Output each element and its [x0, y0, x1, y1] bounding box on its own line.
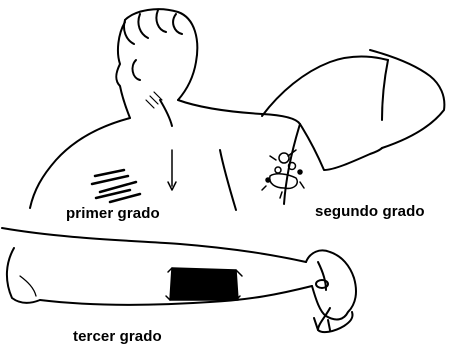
back-right-edge — [220, 150, 236, 210]
face-outline — [116, 22, 130, 118]
first-degree-burn — [92, 170, 140, 202]
man-back-figure — [30, 9, 300, 210]
elbow-crease — [20, 276, 36, 296]
sleeve — [370, 50, 444, 148]
spine-mark — [168, 150, 176, 190]
neck — [160, 100, 172, 126]
head-outline — [125, 9, 197, 100]
second-degree-burn — [262, 150, 304, 198]
raised-arm-figure — [262, 50, 444, 204]
forearm-top-edge — [2, 228, 306, 262]
hand — [306, 250, 356, 319]
arm-upper-edge — [262, 57, 388, 117]
ear — [133, 60, 140, 80]
first-degree-label: primer grado — [66, 205, 160, 222]
elbow-edge — [284, 124, 300, 204]
second-degree-label: segundo grado — [315, 203, 425, 220]
thumb — [318, 262, 326, 290]
sleeve-fold — [382, 60, 388, 120]
arm-lower-edge — [300, 124, 382, 170]
third-degree-burn — [166, 268, 242, 300]
shoulder-line — [178, 100, 300, 124]
third-degree-label: tercer grado — [73, 328, 162, 345]
forearm-figure — [2, 228, 356, 332]
